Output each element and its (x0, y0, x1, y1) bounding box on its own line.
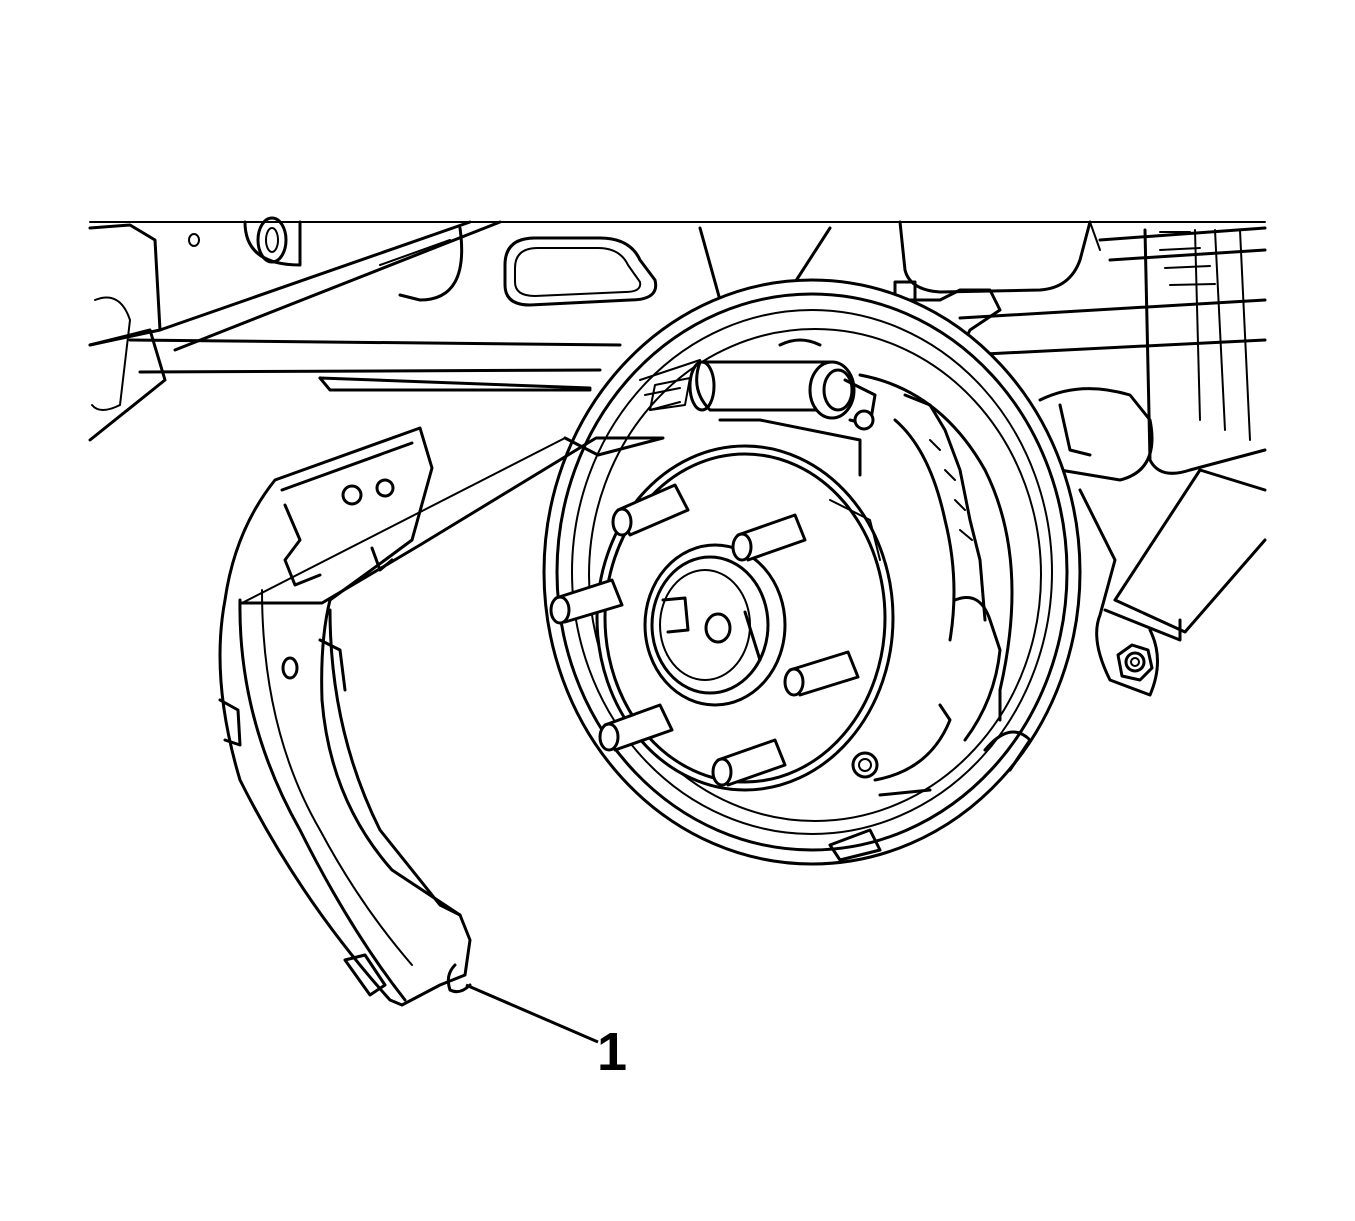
wheel-studs (549, 483, 860, 787)
wheel-stud (711, 738, 787, 787)
wheel-stud (611, 483, 690, 537)
wheel-stud (549, 578, 624, 625)
wheel-stud (598, 703, 674, 752)
callout-label-1: 1 (597, 1022, 628, 1082)
detached-brake-shoe (218, 426, 472, 1007)
wheel-cylinder (688, 338, 877, 477)
installed-brake-shoe (851, 373, 1014, 797)
hub-flange (595, 444, 895, 792)
vehicle-frame (88, 216, 1267, 697)
callout-leader-line (465, 983, 599, 1044)
wheel-stud (783, 650, 860, 697)
installation-guide-line (240, 436, 665, 605)
wheel-stud (731, 513, 807, 562)
